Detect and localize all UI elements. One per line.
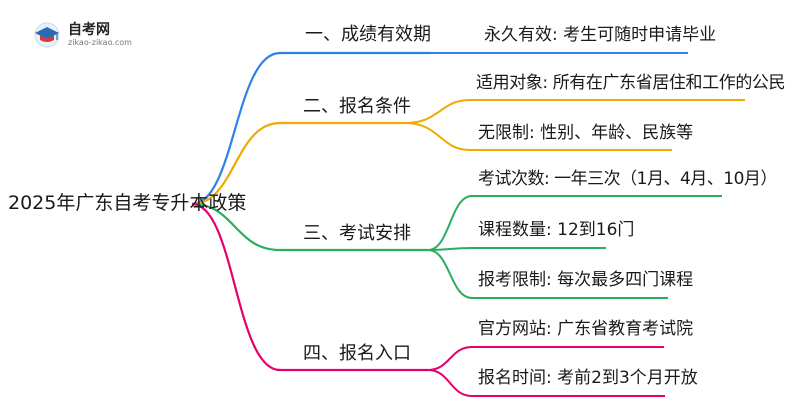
- branch-2-leaf-2: 无限制: 性别、年龄、民族等: [478, 123, 694, 143]
- branch-2-leaf-1: 适用对象: 所有在广东省居住和工作的公民: [476, 73, 785, 93]
- connector-branch-2-leaf-1: [404, 99, 745, 124]
- branch-4-label: 四、报名入口: [303, 343, 411, 364]
- connector-branch-3-leaf-3: [427, 249, 668, 299]
- connector-branch-3-leaf-2: [427, 247, 606, 251]
- logo-url: zikao-zikao.com: [68, 38, 132, 47]
- site-logo[interactable]: 自考网 zikao-zikao.com: [32, 17, 142, 51]
- branch-4-leaf-2: 报名时间: 考前2到3个月开放: [478, 368, 698, 388]
- logo-title: 自考网: [68, 22, 110, 38]
- root-node: 2025年广东自考专升本政策: [8, 192, 247, 214]
- connector-root-branch-4: [191, 202, 428, 372]
- branch-3-leaf-2: 课程数量: 12到16门: [478, 220, 635, 240]
- connector-root-branch-1: [191, 51, 430, 206]
- branch-1-label: 一、成绩有效期: [305, 24, 431, 45]
- branch-1-leaf-1: 永久有效: 考生可随时申请毕业: [484, 25, 717, 45]
- connector-branch-4-leaf-2: [427, 369, 665, 397]
- mind-map-connectors: [191, 51, 745, 397]
- connector-branch-4-leaf-1: [427, 346, 664, 371]
- connector-root-branch-2: [191, 121, 405, 206]
- branch-2-label: 二、报名条件: [303, 96, 411, 117]
- mind-map: 自考网 zikao-zikao.com 2025年广东自考专升本政策 一、成绩有…: [8, 17, 785, 397]
- branch-3-leaf-1: 考试次数: 一年三次（1月、4月、10月）: [478, 169, 777, 189]
- connector-root-branch-3: [191, 202, 428, 252]
- branch-3-label: 三、考试安排: [303, 223, 411, 244]
- branch-4-leaf-1: 官方网站: 广东省教育考试院: [478, 319, 694, 339]
- branch-3-leaf-3: 报考限制: 每次最多四门课程: [478, 270, 694, 290]
- connector-branch-3-leaf-1: [427, 195, 722, 251]
- graduation-cap-icon: [34, 22, 60, 48]
- connector-branch-2-leaf-2: [404, 122, 672, 151]
